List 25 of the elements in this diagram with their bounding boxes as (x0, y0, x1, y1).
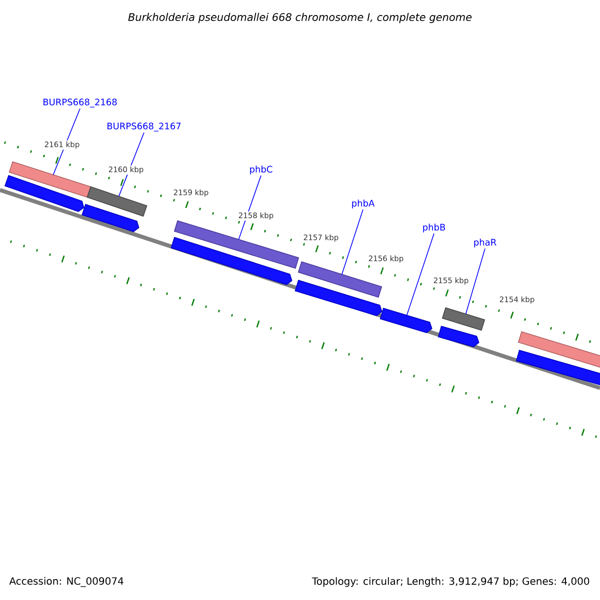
coding-sequence-block (82, 204, 140, 232)
leader-line (52, 108, 80, 176)
leader-line (465, 248, 486, 314)
leader-line (406, 233, 434, 316)
gene-bar (86, 186, 148, 217)
coding-sequence-block (380, 308, 432, 334)
gene-bar (8, 161, 92, 198)
coding-sequence-block (438, 326, 480, 348)
gene-label: phbB (423, 224, 446, 232)
coding-sequence-block (170, 236, 292, 286)
coding-sequence-block (4, 174, 84, 212)
accession-text: Accession: NC_009074 (9, 577, 124, 587)
gene-label: BURPS668_2168 (44, 98, 117, 108)
leader-line (341, 209, 364, 275)
gene-label: phaR (474, 238, 496, 248)
gene-label: phbC (250, 166, 272, 174)
coding-sequence-block (294, 280, 382, 316)
title: Burkholderia pseudomallei 668 chromosome I, complete genome (128, 12, 472, 24)
gene-label: phbA (352, 200, 375, 208)
gene-label: BURPS668_2167 (108, 122, 181, 132)
coding-sequence-block (516, 350, 600, 388)
gene-bar (298, 261, 382, 298)
genome-info-text: Topology: circular; Length: 3,912,947 bp; Genes: 4,000 (312, 577, 590, 587)
gene-bar (442, 307, 486, 331)
gene-bar (518, 331, 600, 369)
